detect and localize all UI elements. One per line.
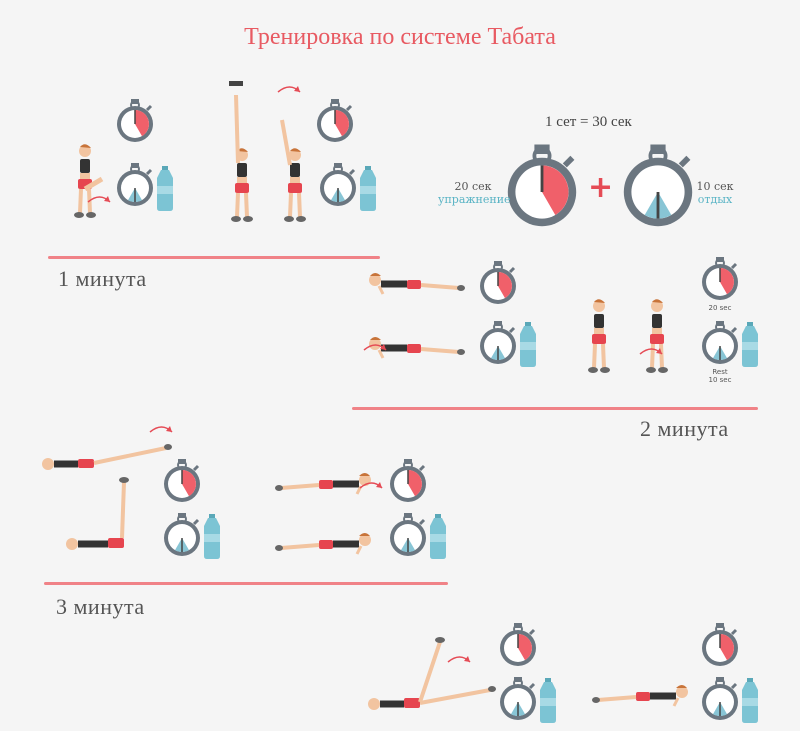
stopwatch-icon xyxy=(478,259,518,306)
stopwatch-icon xyxy=(388,457,428,504)
stopwatch-icon xyxy=(498,621,538,668)
stopwatch-icon xyxy=(700,675,740,722)
arrow-icon xyxy=(363,343,387,351)
minute-label-3: 3 минута xyxy=(56,594,145,619)
rest-caption: отдых xyxy=(697,193,733,206)
arrow-icon xyxy=(149,425,173,433)
stopwatch-icon xyxy=(700,255,740,302)
work-label: 20 сек упражнение xyxy=(438,180,511,206)
stopwatch-icon xyxy=(162,457,202,504)
stopwatch-icon xyxy=(700,319,740,366)
arrow-icon xyxy=(447,655,471,663)
work-small-label: 20 sec xyxy=(708,304,732,312)
exercise-figure xyxy=(229,81,308,224)
water-bottle-icon xyxy=(360,166,376,211)
plus-icon: + xyxy=(588,170,614,205)
stopwatch-icon xyxy=(115,161,155,208)
exercise-figure xyxy=(255,518,385,562)
exercise-figure xyxy=(355,258,475,308)
water-bottle-icon xyxy=(204,514,220,559)
work-caption: упражнение xyxy=(438,193,511,206)
exercise-figure xyxy=(72,142,104,220)
stopwatch-icon xyxy=(622,148,694,228)
water-bottle-icon xyxy=(742,322,758,367)
arrow-icon xyxy=(639,347,663,355)
minute-label-2: 2 минута xyxy=(640,416,729,441)
minute-label-1: 1 минута xyxy=(58,266,147,291)
stopwatch-icon xyxy=(315,97,355,144)
stopwatch-icon xyxy=(162,511,202,558)
exercise-figure xyxy=(572,672,702,716)
divider xyxy=(48,256,380,259)
stopwatch-icon xyxy=(700,621,740,668)
divider xyxy=(352,407,758,410)
water-bottle-icon xyxy=(520,322,536,367)
water-bottle-icon xyxy=(430,514,446,559)
stopwatch-icon xyxy=(388,511,428,558)
exercise-figure xyxy=(586,297,670,375)
rest-small-label-2: 10 sec xyxy=(708,376,732,384)
exercise-figure xyxy=(368,637,496,710)
exercise-figure xyxy=(42,444,172,470)
rest-label: 10 сек отдых xyxy=(690,180,740,206)
exercise-figure xyxy=(66,477,129,550)
rest-small-label: Rest 10 sec xyxy=(700,368,740,384)
work-time: 20 сек xyxy=(454,180,492,193)
water-bottle-icon xyxy=(157,166,173,211)
stopwatch-icon xyxy=(478,319,518,366)
rest-small-label-1: Rest xyxy=(712,368,728,376)
set-title: 1 сет = 30 сек xyxy=(545,114,632,130)
stopwatch-icon xyxy=(506,148,578,228)
water-bottle-icon xyxy=(742,678,758,723)
arrow-icon xyxy=(359,481,383,489)
stopwatch-icon xyxy=(318,161,358,208)
stopwatch-icon xyxy=(498,675,538,722)
stopwatch-icon xyxy=(115,97,155,144)
arrow-icon xyxy=(277,85,301,93)
rest-time: 10 сек xyxy=(696,180,734,193)
water-bottle-icon xyxy=(540,678,556,723)
divider xyxy=(44,582,448,585)
arrow-icon xyxy=(87,195,111,203)
page-title: Тренировка по системе Табата xyxy=(244,24,556,50)
